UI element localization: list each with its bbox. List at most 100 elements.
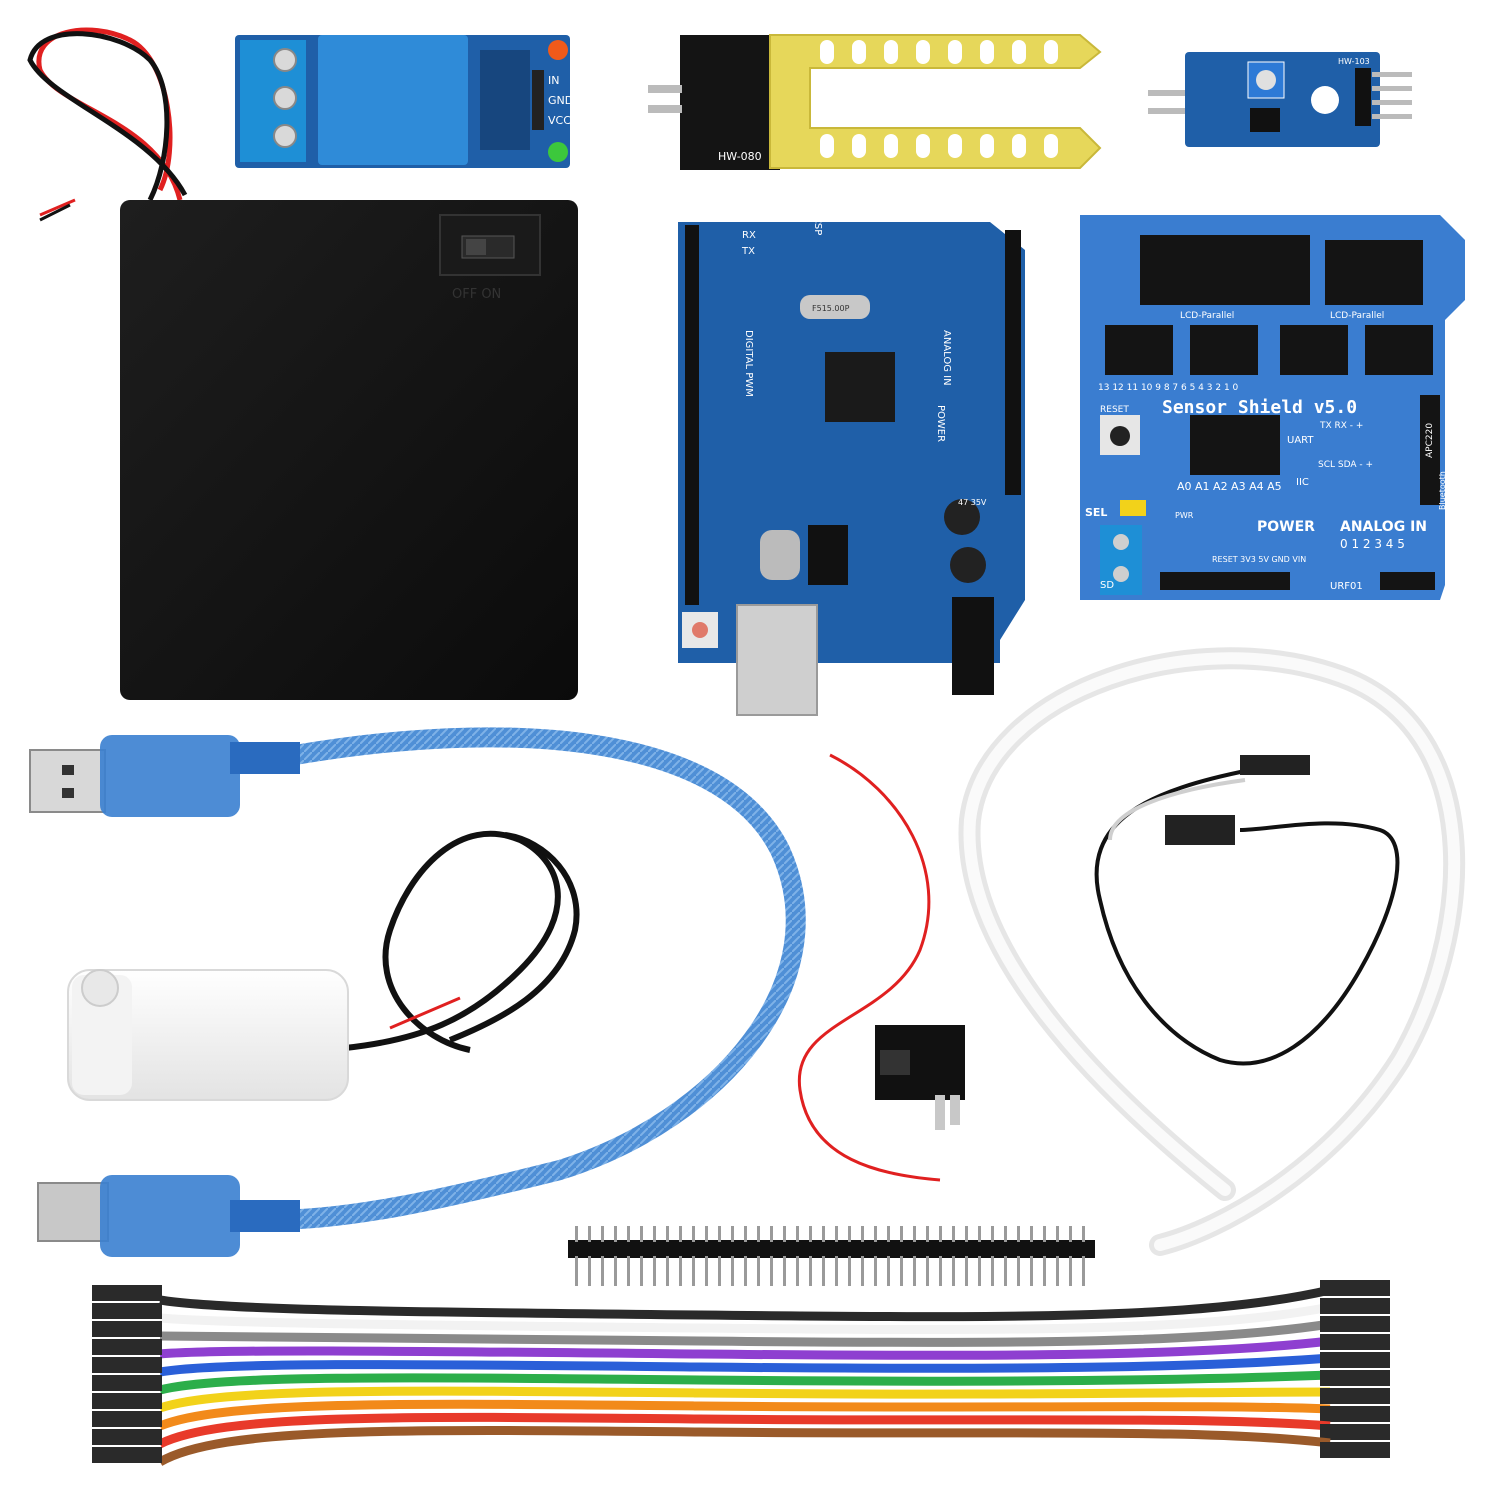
- ribbon-wire: [159, 1302, 1331, 1335]
- usb-cable: [29, 727, 806, 1257]
- dupont-connector: [1320, 1316, 1390, 1332]
- potentiometer-icon: [1256, 70, 1276, 90]
- lcd-parallel-header-2: [1325, 240, 1423, 305]
- arduino-uno-board: F515.00P ANALOG IN DIGITAL PWM POWER ICS…: [678, 213, 1025, 716]
- shield-reset-label: RESET: [1100, 405, 1129, 415]
- dupont-connector: [92, 1285, 162, 1301]
- dupont-connector: [92, 1411, 162, 1427]
- dupont-jumper-pair: [1094, 755, 1400, 1066]
- pin-label-in: IN: [548, 74, 559, 87]
- header-pin: [627, 1226, 630, 1242]
- ribbon-wire: [159, 1285, 1332, 1322]
- header-pin: [627, 1256, 630, 1286]
- header-pin: [757, 1226, 760, 1242]
- header-pin: [744, 1226, 747, 1242]
- header-pin: [770, 1226, 773, 1242]
- header-pin: [796, 1256, 799, 1286]
- header-pin: [822, 1256, 825, 1286]
- lcd-parallel-label-1: LCD-Parallel: [1180, 311, 1234, 321]
- capacitor: [950, 547, 986, 583]
- switch-label: OFF ON: [452, 287, 501, 302]
- header-pin: [731, 1256, 734, 1286]
- header-pin: [1030, 1226, 1033, 1242]
- twisted-power-wire: [27, 27, 188, 222]
- header-pin: [679, 1226, 682, 1242]
- header-pin: [887, 1256, 890, 1286]
- header-pin: [705, 1256, 708, 1286]
- header-pin: [666, 1256, 669, 1286]
- header-pin: [965, 1226, 968, 1242]
- header-pin: [640, 1226, 643, 1242]
- shield-title: Sensor Shield v5.0: [1162, 397, 1357, 418]
- header-pin: [1017, 1226, 1020, 1242]
- usb-b-port: [736, 604, 818, 716]
- pin-label-gnd: GND: [548, 94, 573, 107]
- header-pin: [848, 1226, 851, 1242]
- header-pin: [926, 1226, 929, 1242]
- header-pin: [926, 1256, 929, 1286]
- probe-model-label: HW-080: [718, 150, 762, 163]
- battery-box: OFF ON: [120, 200, 578, 700]
- header-pin: [575, 1226, 578, 1242]
- crystal-label: F515.00P: [812, 304, 850, 313]
- header-pin: [913, 1226, 916, 1242]
- header-pin: [887, 1226, 890, 1242]
- capacitor: [944, 499, 980, 535]
- dupont-connector: [1320, 1280, 1390, 1296]
- water-pump: [67, 831, 580, 1101]
- soil-moisture-probe: HW-080: [648, 34, 1102, 170]
- shield-txrx-label: TX RX - +: [1319, 421, 1363, 431]
- header-pin: [900, 1256, 903, 1286]
- rx-label: RX: [742, 230, 756, 241]
- dupont-connector: [92, 1357, 162, 1373]
- header-pin: [991, 1256, 994, 1286]
- analog-header: [1005, 230, 1021, 360]
- digital-header: [685, 225, 699, 605]
- header-pin: [835, 1256, 838, 1286]
- digital-pwm-label: DIGITAL PWM: [743, 330, 754, 397]
- analog-in-label: ANALOG IN: [941, 330, 952, 386]
- header-pin: [848, 1256, 851, 1286]
- header-pin: [757, 1256, 760, 1286]
- header-pin: [835, 1226, 838, 1242]
- pin-label-vcc: VCC: [548, 114, 571, 127]
- header-pin: [1030, 1256, 1033, 1286]
- shield-urf01-label: URF01: [1330, 581, 1363, 592]
- shield-power-pins: RESET 3V3 5V GND VIN: [1212, 555, 1306, 564]
- ribbon-wire: [158, 1386, 1331, 1413]
- dupont-connector: [1320, 1388, 1390, 1404]
- header-pin: [692, 1256, 695, 1286]
- red-jumper-wire: [797, 753, 941, 1182]
- header-pin: [666, 1226, 669, 1242]
- ribbon-wire: [158, 1370, 1331, 1395]
- header-pin: [861, 1226, 864, 1242]
- header-pin: [783, 1226, 786, 1242]
- header-pin: [965, 1256, 968, 1286]
- header-pin: [796, 1226, 799, 1242]
- header-pin: [731, 1226, 734, 1242]
- usb-b-plug: [37, 1182, 109, 1242]
- dupont-connector: [92, 1321, 162, 1337]
- header-pin: [614, 1226, 617, 1242]
- header-pin: [1004, 1256, 1007, 1286]
- status-led-red: [548, 40, 568, 60]
- mcu-chip: [825, 352, 895, 422]
- header-pin: [1004, 1226, 1007, 1242]
- dupont-connector: [1165, 815, 1235, 845]
- pin-header-strip: [568, 1226, 1095, 1286]
- dupont-connector: [1240, 755, 1310, 775]
- header-pin: [861, 1256, 864, 1286]
- header-pin: [1056, 1226, 1059, 1242]
- comparator-module: HW-103: [1148, 52, 1412, 147]
- lcd-parallel-label-2: LCD-Parallel: [1330, 311, 1384, 321]
- header-pin: [640, 1256, 643, 1286]
- relay-module: IN GND VCC: [235, 35, 573, 168]
- header-pin: [900, 1226, 903, 1242]
- header-pin: [1082, 1226, 1085, 1242]
- shield-uart-label: UART: [1287, 435, 1314, 446]
- comparator-model-label: HW-103: [1338, 57, 1370, 66]
- ribbon-wire: [157, 1426, 1331, 1466]
- shield-sd-label: SD: [1100, 580, 1114, 591]
- shield-reset-button: [1110, 426, 1130, 446]
- relay-cube: [318, 35, 468, 165]
